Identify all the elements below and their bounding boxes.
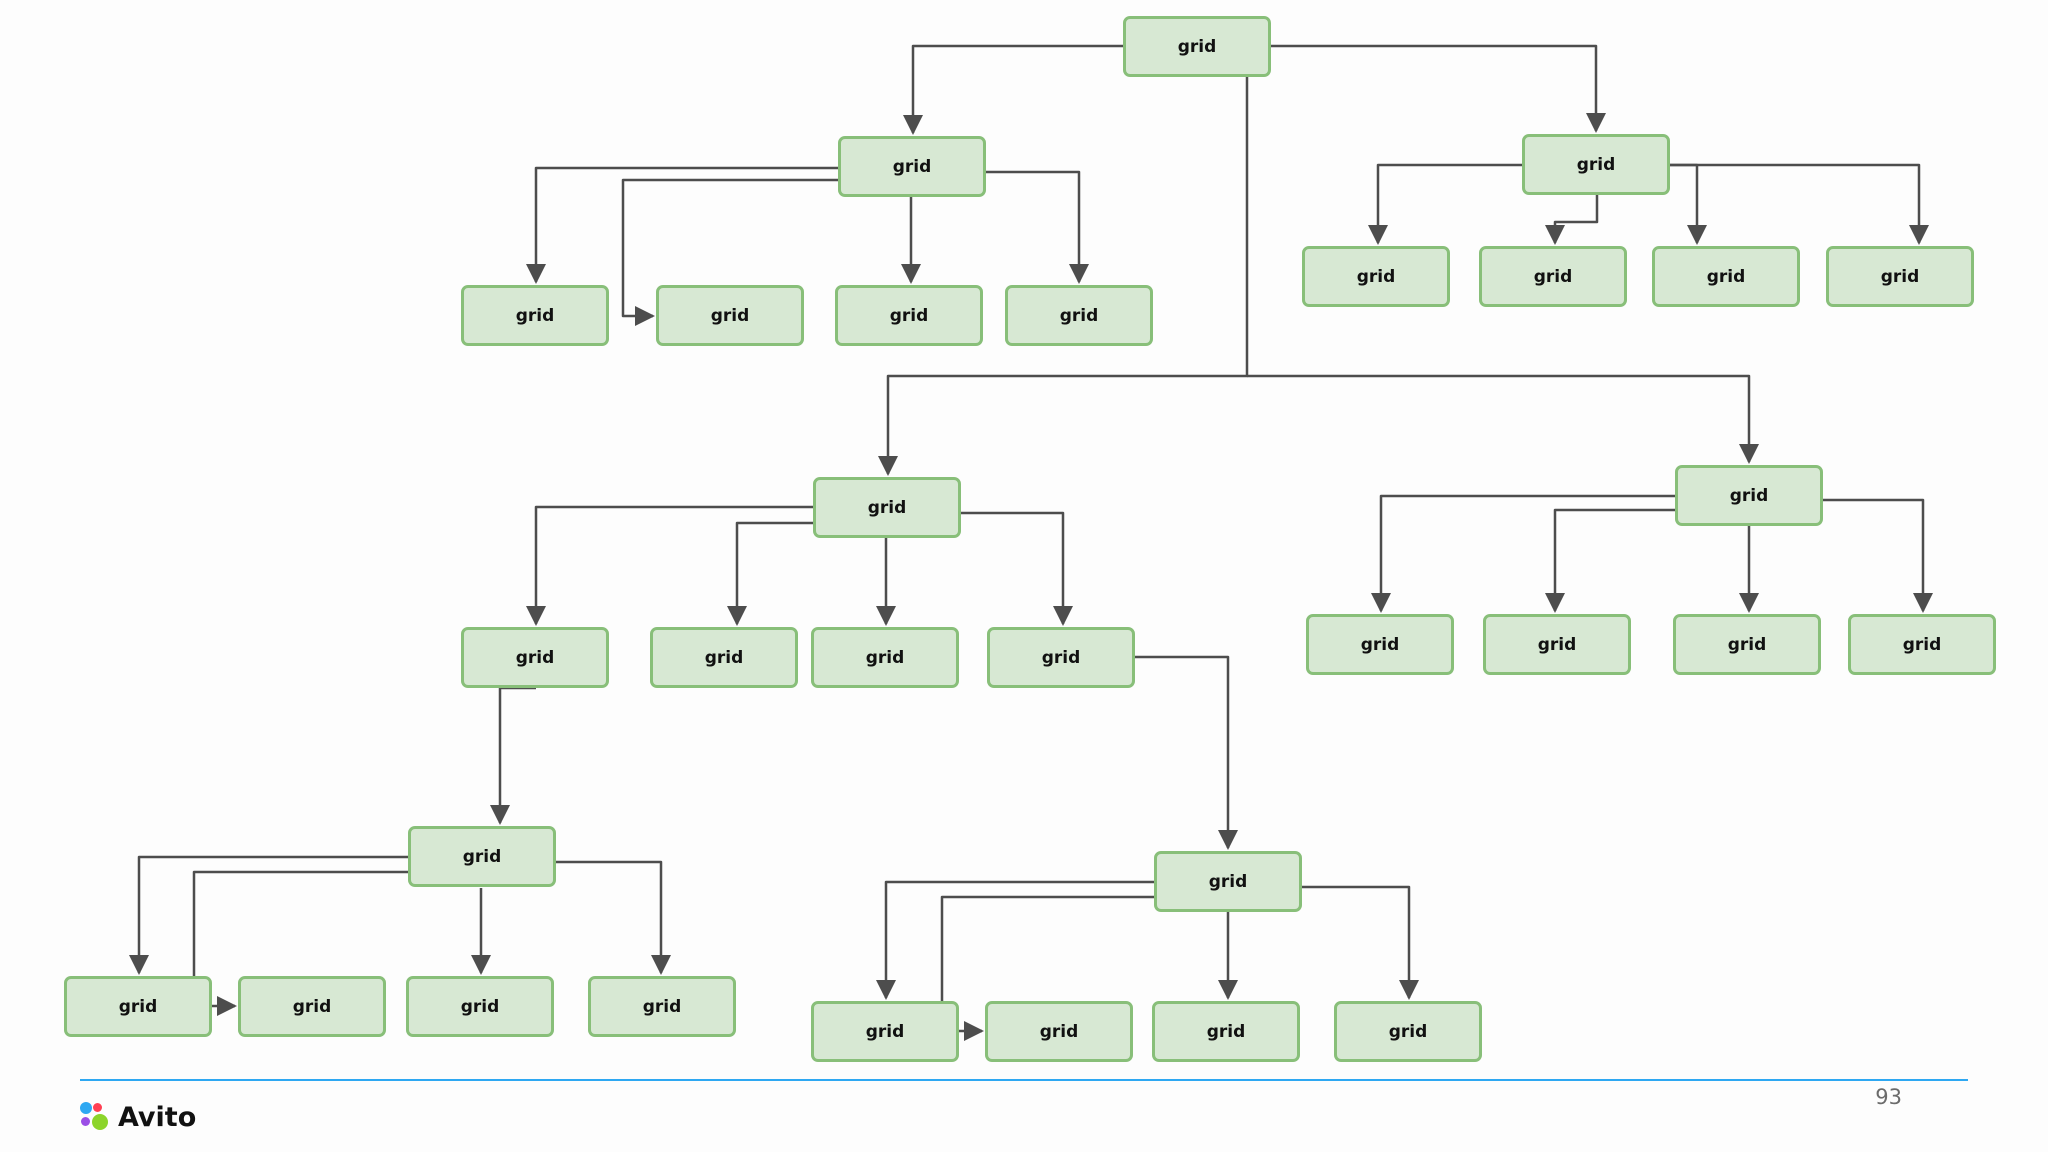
node-label: grid [462,846,502,867]
node-label: grid [118,996,158,1017]
page-number: 93 [1875,1085,1902,1109]
node-e4: grid [588,976,736,1037]
node-label: grid [1727,634,1767,655]
node-label: grid [515,305,555,326]
node-f2: grid [985,1001,1133,1062]
node-a: grid [838,136,986,197]
node-f4: grid [1334,1001,1482,1062]
node-e: grid [408,826,556,887]
connector-c1-to-e [490,686,536,825]
node-label: grid [1537,634,1577,655]
connector-root-to-c [878,77,1249,476]
node-label: grid [710,305,750,326]
connector-d-to-d2 [1545,508,1675,613]
node-label: grid [515,647,555,668]
node-label: grid [1208,871,1248,892]
node-f: grid [1154,851,1302,912]
node-d3: grid [1673,614,1821,675]
node-e1: grid [64,976,212,1037]
node-label: grid [292,996,332,1017]
connector-c4-to-f [1135,655,1238,850]
node-label: grid [889,305,929,326]
connector-b-to-b4 [1670,163,1929,245]
connector-d-to-d4 [1823,498,1933,613]
node-label: grid [1356,266,1396,287]
node-label: grid [865,1021,905,1042]
node-label: grid [704,647,744,668]
node-label: grid [642,996,682,1017]
node-e3: grid [406,976,554,1037]
node-b2: grid [1479,246,1627,307]
connector-f-to-f2 [940,895,1154,1041]
node-c2: grid [650,627,798,688]
node-d4: grid [1848,614,1996,675]
node-label: grid [1729,485,1769,506]
connector-f-to-f1 [876,880,1154,1000]
node-label: grid [867,497,907,518]
node-label: grid [1880,266,1920,287]
node-label: grid [1039,1021,1079,1042]
connector-b-to-b2 [1545,195,1599,245]
node-d1: grid [1306,614,1454,675]
node-label: grid [1706,266,1746,287]
connector-e-to-e4 [556,860,671,975]
avito-logo-icon [80,1102,110,1132]
node-label: grid [1177,36,1217,57]
node-root: grid [1123,16,1271,77]
node-label: grid [892,156,932,177]
connector-f-to-f4 [1302,885,1419,1000]
node-a1: grid [461,285,609,346]
node-label: grid [1902,634,1942,655]
connector-a-to-a1 [526,166,838,284]
footer-divider [80,1079,1968,1081]
avito-logo: Avito [80,1100,196,1134]
connector-a-to-a4 [986,170,1089,284]
node-b4: grid [1826,246,1974,307]
node-label: grid [1388,1021,1428,1042]
connector-d-to-d1 [1371,494,1675,613]
node-b: grid [1522,134,1670,195]
node-c1: grid [461,627,609,688]
node-label: grid [1041,647,1081,668]
node-label: grid [1533,266,1573,287]
node-label: grid [1576,154,1616,175]
node-c4: grid [987,627,1135,688]
node-label: grid [1360,634,1400,655]
node-label: grid [1059,305,1099,326]
node-label: grid [1206,1021,1246,1042]
brand-name: Avito [118,1101,197,1133]
connector-root-to-a [903,44,1123,135]
connector-a-to-a2 [621,178,838,326]
node-b3: grid [1652,246,1800,307]
connector-root-to-d [1247,374,1759,464]
connector-root-to-b [1271,44,1606,133]
connector-c-to-c2 [727,521,813,626]
connector-c-to-c4 [961,511,1073,626]
connector-e-to-e1 [129,855,408,975]
node-c: grid [813,477,961,538]
node-label: grid [460,996,500,1017]
node-c3: grid [811,627,959,688]
connector-e-to-e2 [192,870,408,1016]
node-b1: grid [1302,246,1450,307]
node-a3: grid [835,285,983,346]
node-d: grid [1675,465,1823,526]
node-label: grid [865,647,905,668]
node-f1: grid [811,1001,959,1062]
node-a4: grid [1005,285,1153,346]
connector-b-to-b1 [1368,163,1522,245]
node-f3: grid [1152,1001,1300,1062]
node-e2: grid [238,976,386,1037]
node-a2: grid [656,285,804,346]
connector-c-to-c1 [526,505,813,626]
connector-b-to-b3 [1670,163,1707,245]
node-d2: grid [1483,614,1631,675]
